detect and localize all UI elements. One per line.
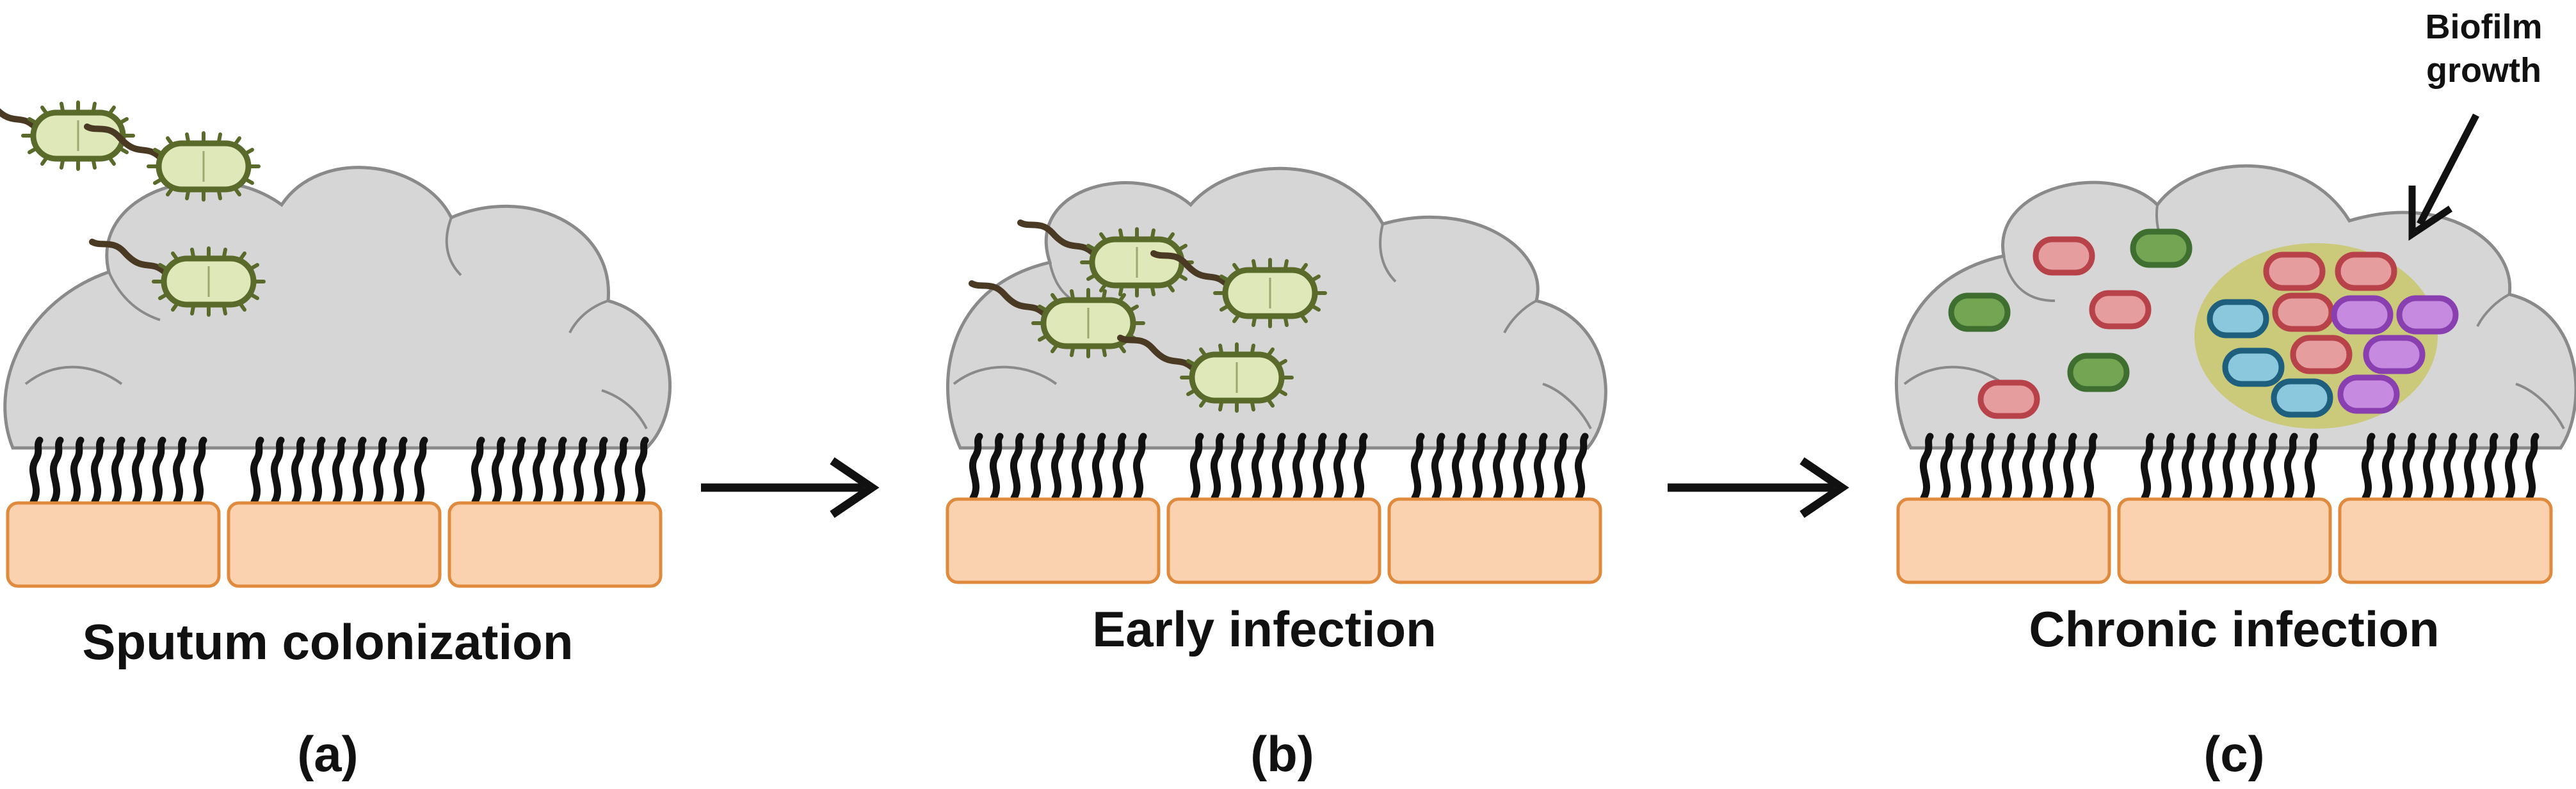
letter-b: (b)	[1250, 726, 1314, 782]
sputum-cloud	[3, 166, 672, 450]
capsule-cell-icon	[2207, 251, 2459, 418]
caption-a: Sputum colonization	[83, 614, 574, 670]
pointer-arrow-icon	[2408, 113, 2479, 241]
capsule-cell-icon	[1948, 228, 2193, 419]
letter-a: (a)	[297, 726, 358, 782]
caption-c: Chronic infection	[2029, 601, 2439, 657]
epithelium	[1898, 436, 2551, 582]
letter-c: (c)	[2203, 726, 2264, 782]
epithelium	[8, 440, 661, 586]
panel-a: Sputum colonization (a)	[0, 96, 672, 782]
annotation-line1: Biofilm	[2426, 8, 2543, 46]
right-arrow-icon	[1668, 457, 1849, 518]
epithelium	[947, 436, 1600, 582]
panel-b: Early infection (b)	[947, 166, 1607, 782]
panel-c: Biofilm growth Chronic infection (c)	[1896, 8, 2576, 782]
caption-b: Early infection	[1092, 601, 1436, 657]
annotation-line2: growth	[2426, 51, 2541, 90]
right-arrow-icon	[701, 457, 880, 518]
